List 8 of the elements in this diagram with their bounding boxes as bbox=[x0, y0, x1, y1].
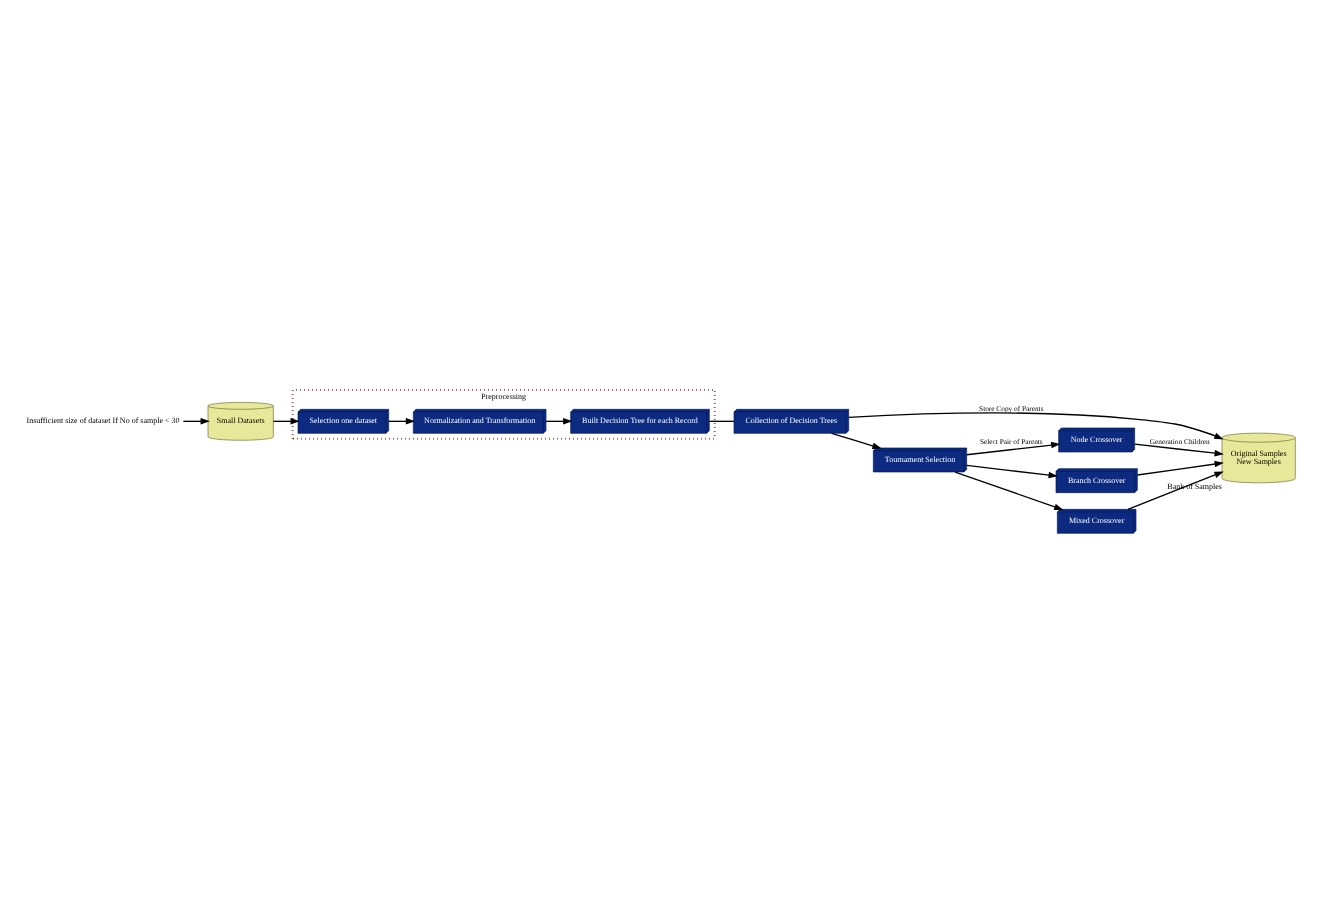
arrow bbox=[830, 431, 882, 448]
connector bbox=[708, 419, 735, 421]
arrow bbox=[966, 440, 1061, 455]
arrow bbox=[954, 470, 1064, 509]
arrow bbox=[966, 463, 1058, 478]
arrow bbox=[1127, 470, 1224, 509]
arrow bbox=[848, 411, 1224, 439]
arrow bbox=[1134, 442, 1224, 456]
